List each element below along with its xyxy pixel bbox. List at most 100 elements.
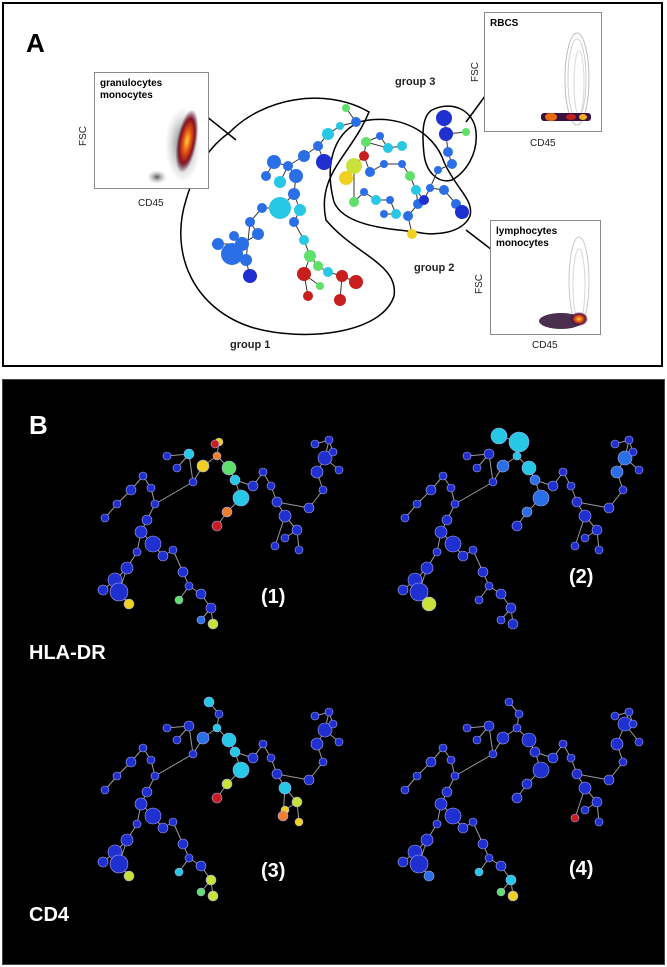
tree-node [270, 541, 280, 551]
tree-node [432, 547, 442, 557]
tree-node [434, 525, 448, 539]
tree-node [521, 732, 537, 748]
tree-node [439, 185, 449, 195]
tree-node [462, 723, 472, 733]
tree-node [438, 743, 448, 753]
tree-node [196, 887, 206, 897]
tree-node [112, 499, 122, 509]
inset-title-line: monocytes [100, 90, 153, 101]
tree-node [100, 785, 110, 795]
panel-b-graphs [97, 427, 644, 902]
tree-node [403, 211, 413, 221]
tree-node [247, 480, 259, 492]
inset-title-line: lymphocytes [496, 226, 558, 237]
inset-title-line: RBCS [490, 18, 519, 29]
tree-node [174, 595, 184, 605]
tree-node [511, 520, 523, 532]
tree-node [349, 275, 363, 289]
tree-node [521, 506, 533, 518]
tree-node [425, 756, 437, 768]
tree-node [380, 210, 388, 218]
tree-node [177, 566, 189, 578]
tree-node [446, 755, 456, 765]
tree-node [229, 231, 239, 241]
tree-node [624, 707, 634, 717]
tree-node [196, 459, 210, 473]
tree-node [634, 465, 644, 475]
tree-node [450, 499, 460, 509]
panel-b: B (1) (2) (3) (4) HLA-DR CD4 [2, 379, 665, 965]
tree-node [196, 615, 206, 625]
tree-node [196, 731, 210, 745]
tree-edge [576, 501, 610, 509]
tree-node [318, 485, 328, 495]
tree-node [462, 451, 472, 461]
tree-node [380, 160, 388, 168]
tree-node [532, 489, 550, 507]
tree-node [496, 459, 510, 473]
tree-node [400, 785, 410, 795]
panel-a-tree [212, 104, 470, 306]
tree-node [409, 582, 429, 602]
tree-node [258, 467, 268, 477]
tree-node [141, 514, 153, 526]
tree-node [386, 196, 394, 204]
tree-node [529, 474, 541, 486]
tree-node [342, 104, 350, 112]
tree-node [398, 160, 406, 168]
tree-node [168, 817, 178, 827]
tree-node [508, 431, 530, 453]
tree-node [618, 485, 628, 495]
tree-node [444, 807, 462, 825]
tree-node [405, 171, 415, 181]
tree-node [441, 786, 453, 798]
tree-node [310, 465, 324, 479]
tree-node [261, 171, 271, 181]
tree-node [334, 737, 344, 747]
tree-node [134, 797, 148, 811]
inset-title-line: granulocytes [100, 78, 163, 89]
tree-node [594, 545, 604, 555]
tree-node [310, 439, 320, 449]
tree-node [468, 545, 478, 555]
tree-node [391, 209, 401, 219]
tree-node [243, 269, 257, 283]
tree-node [207, 890, 219, 902]
tree-node [365, 167, 375, 177]
tree-node [628, 719, 638, 729]
tree-node [257, 203, 267, 213]
tree-node [434, 166, 442, 174]
tree-node [505, 874, 517, 886]
tree-node [339, 171, 353, 185]
tree-node [289, 169, 303, 183]
tree-node [316, 154, 332, 170]
tree-node [336, 122, 344, 130]
tree-node [229, 746, 241, 758]
tree-node [322, 128, 334, 140]
tree-node [412, 771, 422, 781]
tree-node [240, 254, 252, 266]
tree-node [303, 291, 313, 301]
tree-node [123, 870, 135, 882]
subpanel-label-2: (2) [569, 566, 594, 588]
tree-node [484, 853, 494, 863]
tree-node [304, 250, 316, 262]
tree-node [291, 524, 303, 536]
tree-node [150, 771, 160, 781]
tree-node [195, 588, 207, 600]
tree-1 [97, 435, 344, 630]
tree-node [505, 602, 517, 614]
tree-node [558, 467, 568, 477]
tree-node [628, 447, 638, 457]
density-plot [539, 236, 590, 329]
tree-node [507, 618, 519, 630]
tree-node [298, 150, 310, 162]
tree-node [409, 854, 429, 874]
tree-node [468, 817, 478, 827]
tree-node [277, 810, 289, 822]
tree-node [397, 141, 407, 151]
tree-node [294, 817, 304, 827]
tree-node [283, 161, 293, 171]
tree-edge [576, 773, 610, 781]
tree-node [188, 477, 198, 487]
